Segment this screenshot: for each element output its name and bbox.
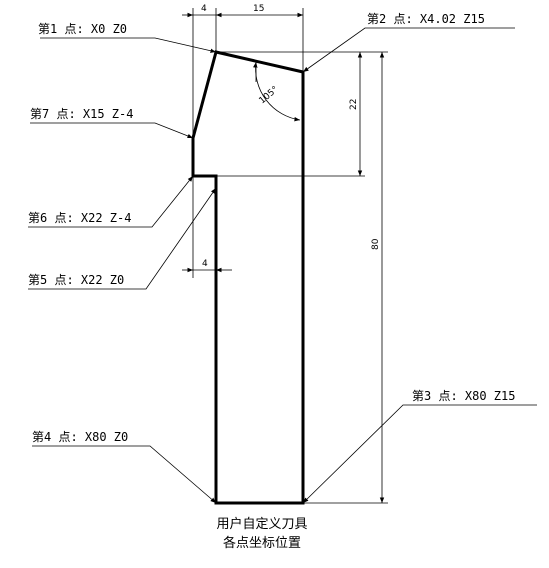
- caption-line-1: 用户自定义刀具: [216, 516, 307, 532]
- dim-text-4-top: 4: [201, 4, 207, 14]
- leader-lines: [28, 27, 537, 504]
- extension-lines: [192, 8, 388, 504]
- label-point-7: 第7 点: X15 Z-4: [30, 107, 133, 121]
- leader-p6: [28, 175, 194, 228]
- caption-line-2: 各点坐标位置: [223, 535, 301, 551]
- dimension-lines: [182, 12, 385, 503]
- leader-p2: [302, 27, 515, 73]
- label-point-1: 第1 点: X0 Z0: [38, 22, 127, 36]
- dim-text-22: 22: [349, 99, 359, 110]
- leader-p1: [40, 37, 217, 53]
- label-point-3: 第3 点: X80 Z15: [412, 389, 515, 403]
- leader-p7: [30, 122, 194, 139]
- leader-p3: [302, 404, 537, 504]
- label-point-2: 第2 点: X4.02 Z15: [367, 12, 485, 26]
- leader-p5: [28, 187, 217, 290]
- angle-arc: [253, 61, 301, 122]
- tool-outline: [191, 50, 305, 505]
- label-point-6: 第6 点: X22 Z-4: [28, 211, 131, 225]
- label-point-5: 第5 点: X22 Z0: [28, 273, 124, 287]
- leader-p4: [32, 445, 217, 504]
- dim-text-15-top: 15: [253, 4, 264, 14]
- label-point-4: 第4 点: X80 Z0: [32, 430, 128, 444]
- dim-text-80: 80: [371, 238, 381, 250]
- dim-text-4-bottom: 4: [202, 259, 208, 269]
